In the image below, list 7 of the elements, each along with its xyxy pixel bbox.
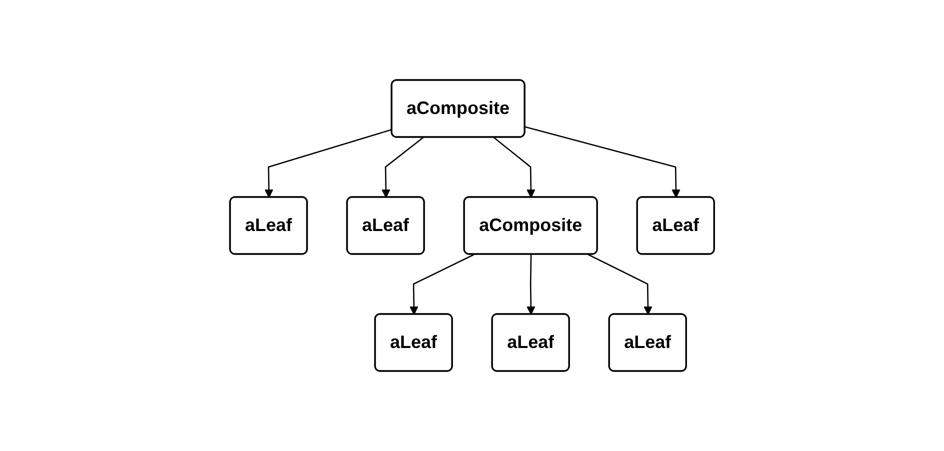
arrow bbox=[493, 137, 536, 198]
arrow bbox=[588, 254, 652, 315]
arrow bbox=[264, 128, 392, 198]
arrow bbox=[409, 254, 474, 315]
arrow bbox=[524, 126, 680, 198]
arrow bbox=[381, 136, 424, 198]
arrow bbox=[526, 254, 536, 315]
